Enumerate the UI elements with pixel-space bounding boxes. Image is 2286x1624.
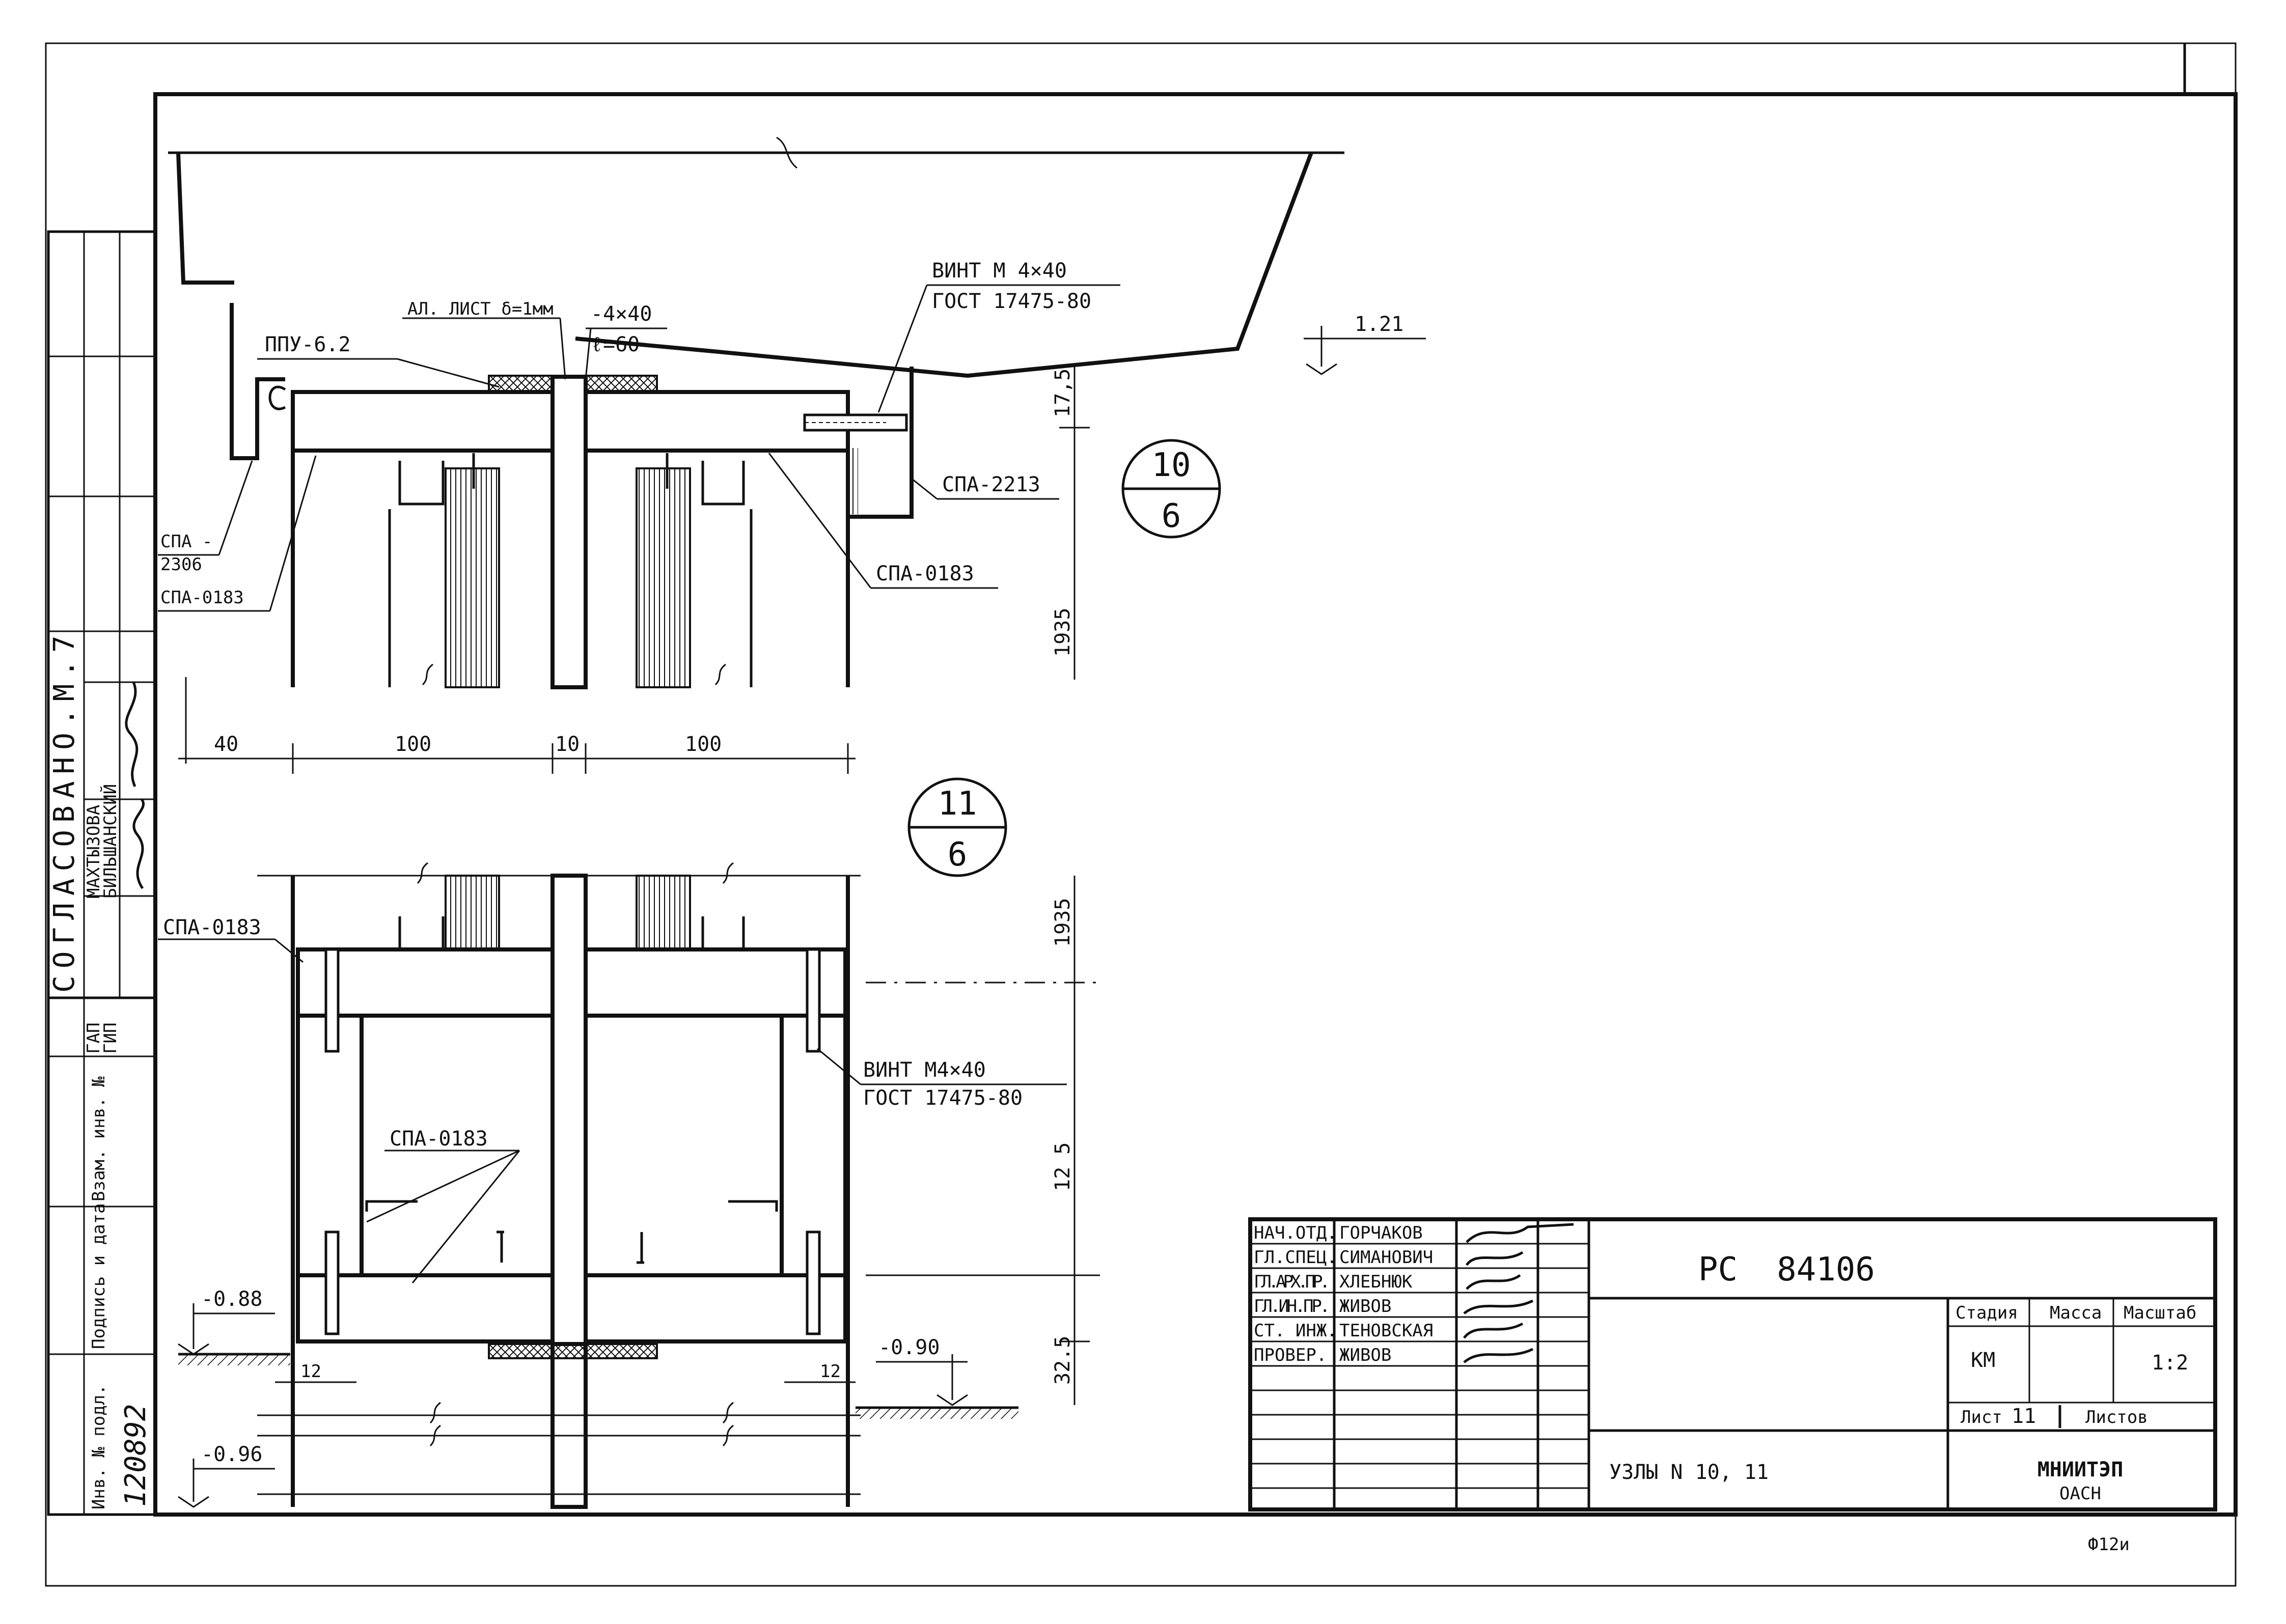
node-11-number: 11 — [938, 785, 977, 823]
role-1: ГЛ.СПЕЦ. — [1254, 1247, 1337, 1268]
role-5: ПРОВЕР. — [1254, 1345, 1327, 1365]
mass-header: Масса — [2050, 1303, 2102, 1323]
approver-signature-1 — [125, 681, 139, 788]
scale-header: Масштаб — [2124, 1303, 2196, 1323]
dim-100-left: 100 — [395, 733, 431, 756]
format-label: Ф12и — [2088, 1534, 2130, 1555]
node-11-marker: 11 6 — [907, 777, 1007, 877]
original-inv-label: Инв. № подл. — [89, 1384, 109, 1509]
approver-name-1: МАХТЫЗОВА — [84, 805, 104, 899]
callout-spa-0183-right: СПА-0183 — [876, 562, 974, 585]
callout-sheet: АЛ. ЛИСТ δ=1мм — [407, 299, 554, 319]
callout-spa-0183-left: СПА-0183 — [160, 587, 244, 608]
node-10-dimensions: 40 100 10 100 17,5 1935 1.21 — [178, 313, 1426, 774]
callout-ppu: ППУ-6.2 — [265, 333, 351, 356]
dim-1935-lower: 1935 — [1051, 898, 1075, 947]
approver-name-2: БИЛЬШАНСКИЙ — [100, 784, 121, 899]
callout-bolt-top: ВИНТ М 4×40 — [932, 259, 1067, 283]
node-11-sheet: 6 — [948, 836, 968, 874]
callout-plate: -4×40 — [591, 302, 652, 326]
role-3: ГЛ.ИН.ПР. — [1254, 1296, 1330, 1317]
level-minus-0-96: -0.96 — [201, 1443, 262, 1466]
role-0: НАЧ.ОТД. — [1254, 1223, 1337, 1243]
organization: МНИИТЭП — [2037, 1458, 2124, 1481]
dim-32-5: 32.5 — [1051, 1336, 1075, 1385]
callout-spa-2306-a: СПА - — [160, 531, 212, 552]
project-code: РС 84106 — [1698, 1251, 1875, 1289]
scale-value: 1:2 — [2152, 1351, 2188, 1375]
replaced-inv-label: Взам. инв. № — [89, 1076, 109, 1201]
title-block: НАЧ.ОТД. ГЛ.СПЕЦ. ГЛ.АРХ.ПР. ГЛ.ИН.ПР. С… — [1248, 1217, 2217, 1511]
organization-sub: ОАСН — [2059, 1483, 2101, 1504]
name-3: ЖИВОВ — [1339, 1296, 1391, 1317]
stage-header: Стадия — [1956, 1303, 2018, 1323]
stage-value: КМ — [1971, 1349, 1995, 1372]
node-10-number: 10 — [1151, 446, 1191, 484]
original-inv-number: 120892 — [119, 1404, 152, 1507]
dim-40: 40 — [214, 733, 238, 756]
node-10-sheet: 6 — [1162, 497, 1181, 535]
sheets-label: Листов — [2085, 1407, 2148, 1427]
sheet-label: Лист — [1961, 1407, 2002, 1427]
callout-spa-0183-lower: СПА-0183 — [163, 916, 261, 939]
agreed-label: СОГЛАСОВАНО.М.7 — [48, 628, 81, 993]
callout-spa-0183-mid: СПА-0183 — [390, 1127, 488, 1151]
callout-spa-2306-b: 2306 — [160, 554, 202, 575]
dim-12-left: 12 — [300, 1361, 321, 1382]
sheet-number: 11 — [2012, 1405, 2036, 1428]
dim-17-5: 17,5 — [1051, 369, 1075, 417]
node-11-detail — [178, 862, 1018, 1509]
drawing-title: УЗЛЫ N 10, 11 — [1609, 1461, 1769, 1484]
node-11-callouts: СПА-0183 СПА-0183 ВИНТ М4×40 ГОСТ 17475-… — [158, 916, 1067, 1508]
node-10-callouts: ВИНТ М 4×40 ГОСТ 17475-80 АЛ. ЛИСТ δ=1мм… — [158, 259, 1120, 612]
callout-spa-2213: СПА-2213 — [942, 473, 1040, 496]
dim-12-5: 12 5 — [1051, 1142, 1075, 1191]
callout-bolt-lower: ВИНТ М4×40 — [863, 1058, 986, 1082]
sheet-frame — [45, 42, 2238, 1587]
name-4: ТЕНОВСКАЯ — [1339, 1321, 1433, 1341]
approver-signature-2 — [132, 798, 145, 889]
callout-plate-len: ℓ=60 — [591, 333, 640, 356]
dim-12-right: 12 — [820, 1361, 841, 1382]
node-10-marker: 10 6 — [1121, 439, 1221, 539]
level-minus-0-90: -0.90 — [878, 1336, 940, 1359]
dim-100-right: 100 — [685, 733, 722, 756]
dim-1935-top: 1935 — [1051, 608, 1075, 657]
dim-10: 10 — [555, 733, 580, 756]
level-1-21: 1.21 — [1355, 313, 1403, 336]
signature-date-label: Подпись и дата — [89, 1203, 109, 1349]
name-2: ХЛЕБНЮК — [1339, 1272, 1413, 1292]
gip-label: ГИП — [100, 1023, 121, 1054]
callout-bolt-top-std: ГОСТ 17475-80 — [932, 290, 1091, 313]
node-10-detail — [168, 136, 1344, 764]
level-minus-0-88: -0.88 — [201, 1287, 262, 1311]
gap-label: ГАП — [84, 1023, 104, 1054]
role-4: СТ. ИНЖ. — [1254, 1321, 1337, 1341]
name-0: ГОРЧАКОВ — [1339, 1223, 1423, 1243]
left-approval-strip: СОГЛАСОВАНО.М.7 МАХТЫЗОВА БИЛЬШАНСКИЙ ГА… — [47, 230, 157, 1516]
role-2: ГЛ.АРХ.ПР. — [1254, 1272, 1330, 1292]
name-5: ЖИВОВ — [1339, 1345, 1391, 1365]
callout-bolt-lower-std: ГОСТ 17475-80 — [863, 1086, 1023, 1110]
name-1: СИМАНОВИЧ — [1339, 1247, 1433, 1268]
node-11-dimensions: 1935 12 5 32.5 12 12 — [275, 876, 1100, 1405]
signatures — [1463, 1223, 1574, 1363]
